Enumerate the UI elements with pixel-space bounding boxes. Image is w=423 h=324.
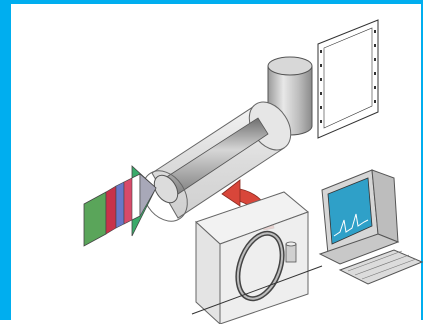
keyboard	[338, 249, 423, 285]
film-strip	[317, 19, 379, 139]
detector-box-with-ring	[191, 191, 323, 324]
computer-with-spectrum	[318, 169, 400, 265]
apparatus-illustration	[83, 19, 423, 324]
spectrum-arrow	[83, 165, 157, 247]
glass-tube-cylinder	[142, 101, 292, 222]
